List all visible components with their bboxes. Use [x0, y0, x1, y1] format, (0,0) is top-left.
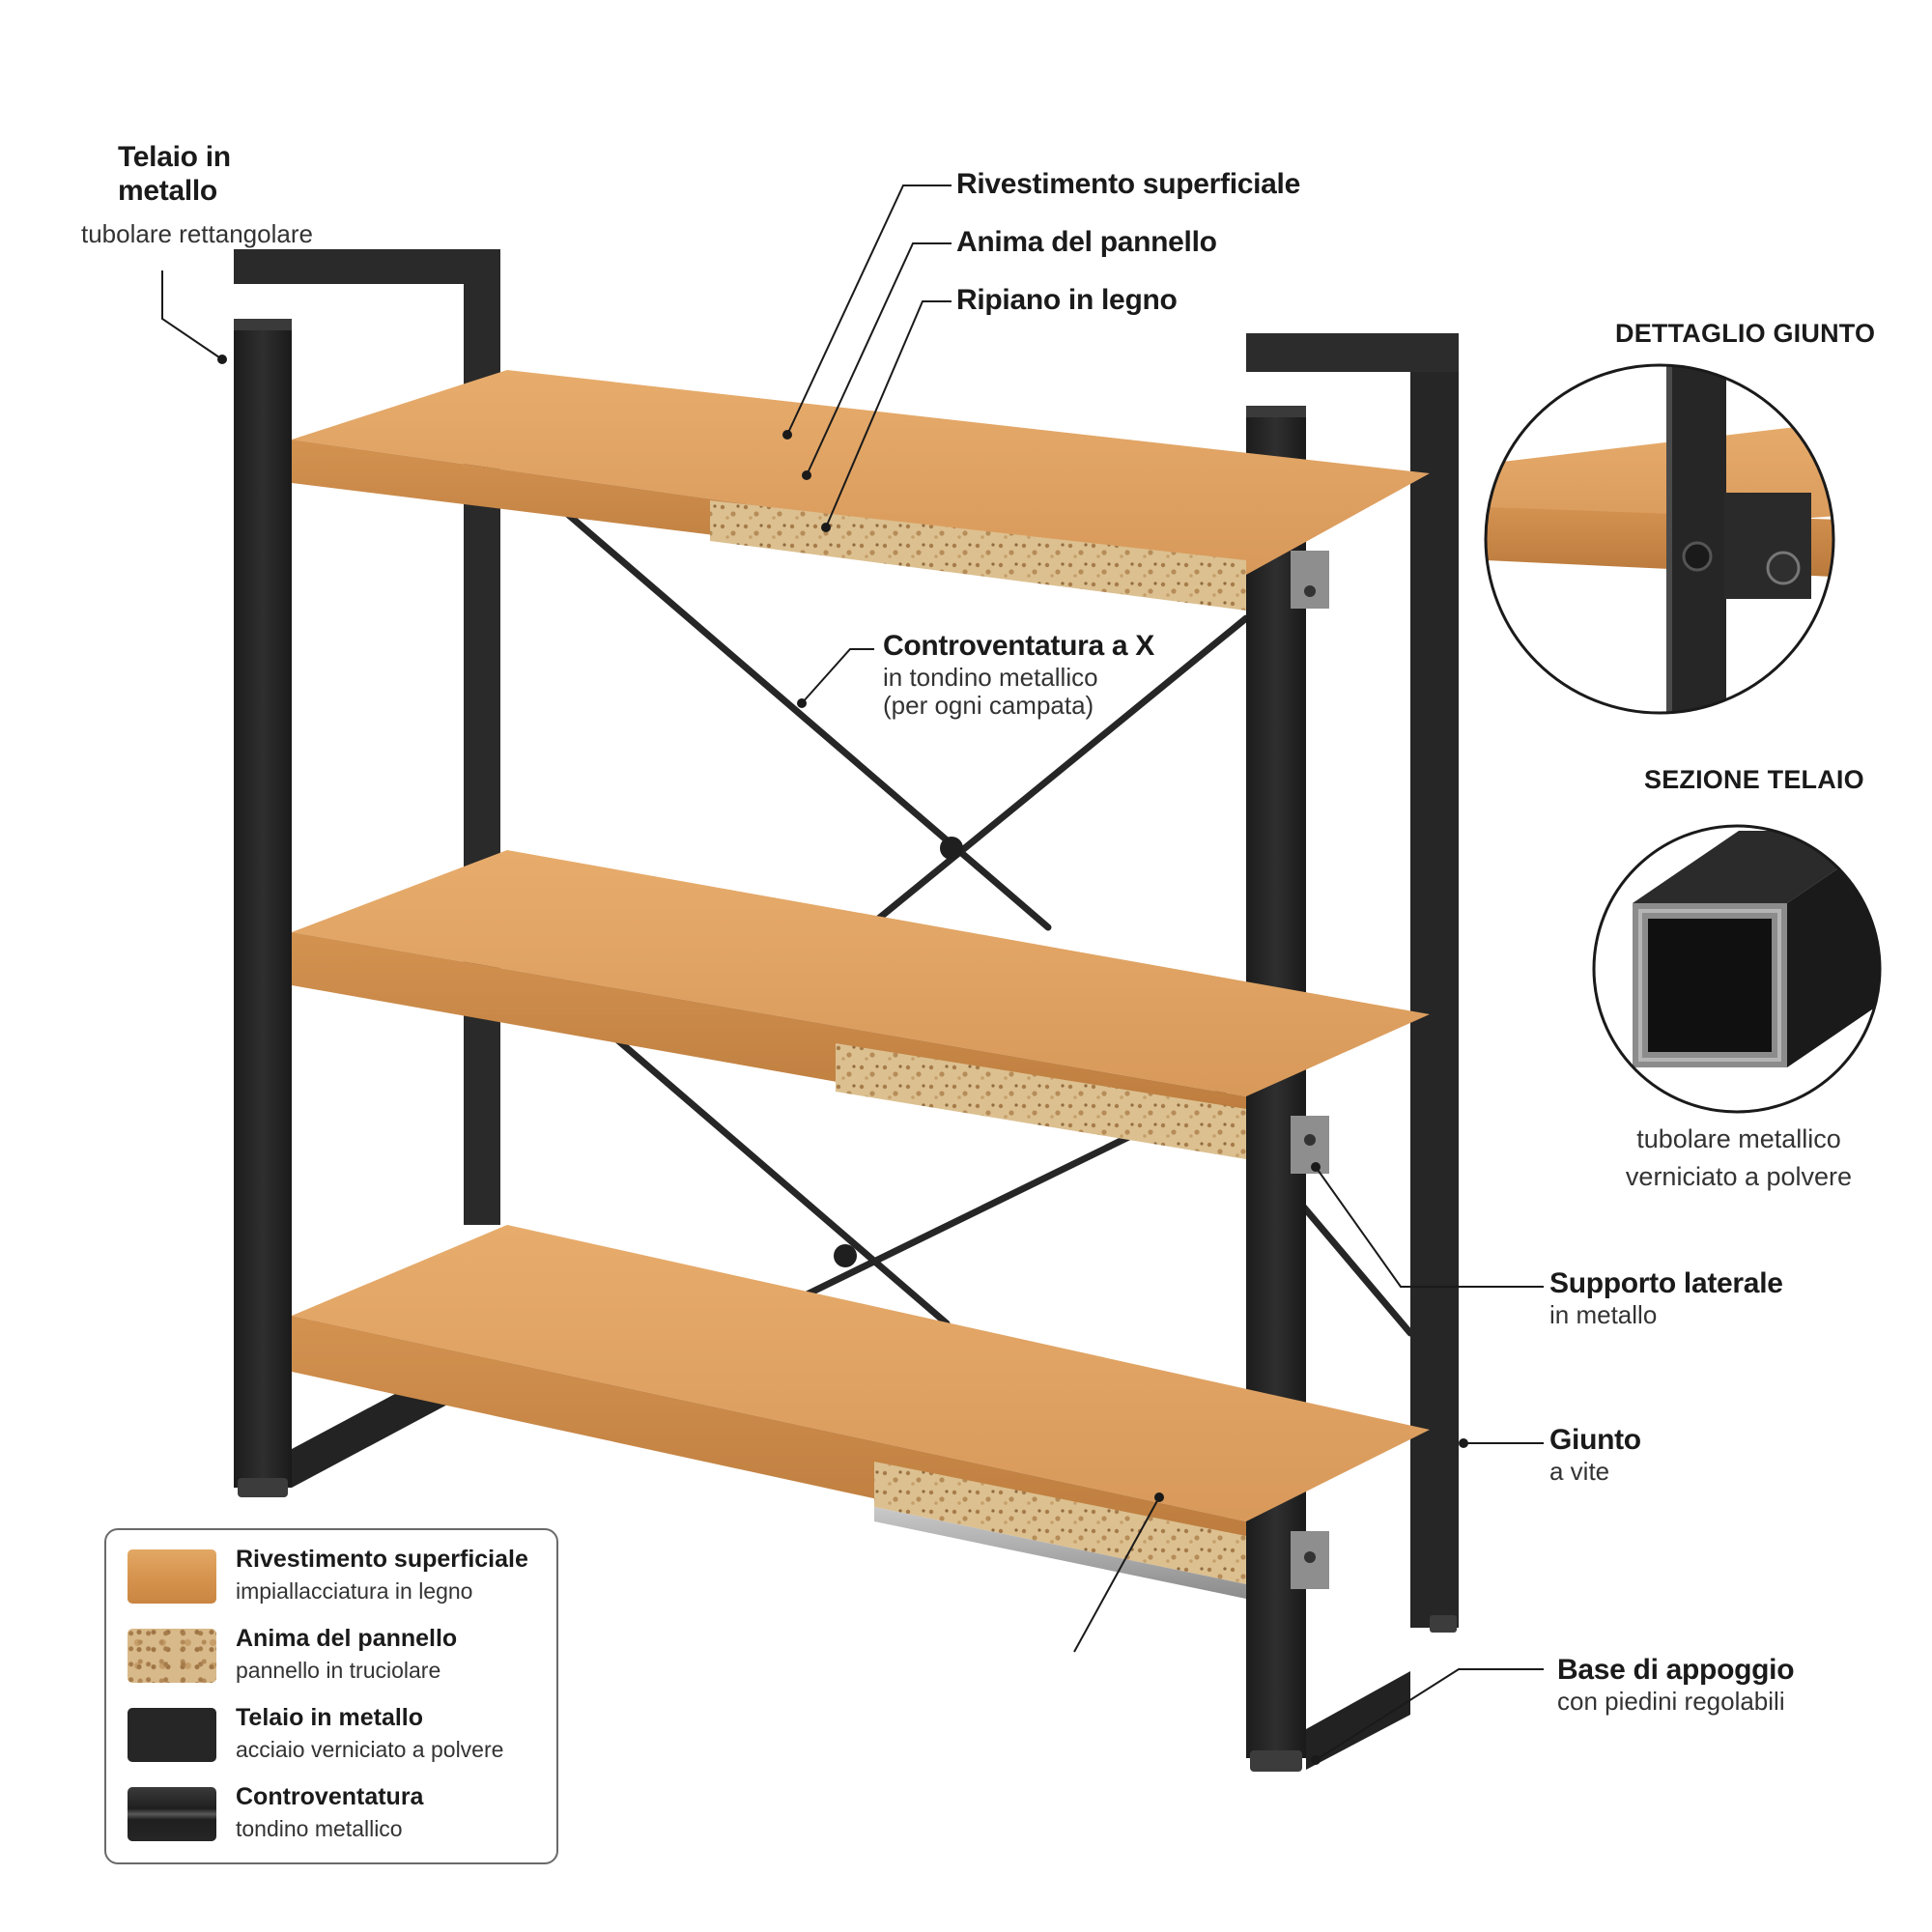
joint-detail-heading: DETTAGLIO GIUNTO: [1615, 319, 1876, 348]
label-base-title: Base di appoggio: [1557, 1654, 1795, 1686]
frame-section-caption: tubolare metallico verniciato a polvere: [1584, 1121, 1893, 1196]
label-giunto-title: Giunto: [1549, 1424, 1641, 1456]
label-controventatura-title: Controventatura a X: [883, 630, 1155, 662]
leader-controventatura: [801, 648, 874, 704]
frame-section-caption-2: verniciato a polvere: [1625, 1162, 1853, 1192]
label-giunto-subtitle: a vite: [1549, 1456, 1610, 1486]
label-rivestimento: Rivestimento superficiale: [956, 168, 1300, 202]
shelf-bottom-steel-plate: [874, 1507, 1246, 1599]
right-rear-post: [1410, 333, 1459, 1628]
frame-section-heading: SEZIONE TELAIO: [1644, 765, 1864, 794]
legend-subtitle: impiallacciatura in legno: [236, 1578, 473, 1604]
label-telaio-subtitle: tubolare rettangolare: [81, 219, 313, 248]
legend-item: Anima del pannello pannello in truciolar…: [128, 1623, 543, 1690]
label-telaio-title-1: Telaio in: [118, 141, 231, 173]
label-anima: Anima del pannello: [956, 226, 1217, 260]
label-telaio-subtitle-wrap: tubolare rettangolare: [81, 219, 313, 249]
right-bottom-rail: [1306, 1671, 1410, 1770]
label-ripiano-title: Ripiano in legno: [956, 284, 1178, 316]
label-telaio: Telaio in metallo: [118, 141, 231, 208]
brace-lower-a: [595, 1020, 951, 1327]
leader-anima: [806, 242, 952, 476]
label-rivestimento-title: Rivestimento superficiale: [956, 168, 1300, 200]
leader-core-bottom: [1073, 1496, 1160, 1653]
leader-telaio: [161, 270, 223, 360]
label-controventatura: Controventatura a X in tondino metallico…: [883, 630, 1154, 721]
materials-legend: Rivestimento superficiale impiallacciatu…: [104, 1528, 558, 1864]
label-supporto-title: Supporto laterale: [1549, 1267, 1783, 1299]
frame-section-detail: [1592, 824, 1882, 1114]
legend-subtitle: acciaio verniciato a polvere: [236, 1737, 504, 1762]
frame-section-caption-1: tubolare metallico: [1636, 1124, 1841, 1153]
label-controventatura-line1: in tondino metallico: [883, 662, 1098, 692]
label-ripiano: Ripiano in legno: [956, 284, 1178, 318]
shelf-middle: [292, 850, 1430, 1174]
label-base-subtitle: con piedini regolabili: [1557, 1686, 1785, 1716]
shelf-bottom-core-cut: [874, 1462, 1246, 1584]
legend-item: Telaio in metallo acciaio verniciato a p…: [128, 1702, 543, 1770]
leader-rivestimento: [786, 185, 952, 436]
legend-item: Controventatura tondino metallico: [128, 1781, 543, 1849]
legend-title: Telaio in metallo: [236, 1704, 424, 1731]
right-top-rail: [1246, 333, 1459, 372]
shelf-top-core-cut: [710, 500, 1246, 611]
legend-title: Anima del pannello: [236, 1625, 458, 1652]
label-anima-title: Anima del pannello: [956, 226, 1217, 258]
label-controventatura-line2: (per ogni campata): [883, 691, 1094, 721]
callout-lines: [161, 185, 1544, 1761]
brace-upper-a: [561, 508, 1052, 931]
leader-supporto: [1315, 1166, 1544, 1288]
legend-subtitle: tondino metallico: [236, 1816, 403, 1841]
label-supporto-subtitle: in metallo: [1549, 1299, 1658, 1329]
brace-side: [1300, 1204, 1414, 1337]
legend-swatch-rod: [128, 1787, 216, 1841]
side-bracket-top: [1291, 551, 1329, 609]
shelf-bottom: [292, 1225, 1430, 1599]
legend-subtitle: pannello in truciolare: [236, 1658, 441, 1683]
legend-item: Rivestimento superficiale impiallacciatu…: [128, 1544, 543, 1611]
leader-base: [1315, 1668, 1544, 1761]
left-top-rail: [234, 249, 500, 284]
brace-upper-b: [846, 614, 1250, 946]
legend-swatch-core: [128, 1629, 216, 1683]
brace-hub-upper: [940, 837, 963, 860]
legend-swatch-frame: [128, 1708, 216, 1762]
joint-detail: [1484, 363, 1835, 715]
leader-ripiano: [825, 300, 952, 528]
legend-title: Controventatura: [236, 1783, 424, 1810]
right-foot: [1250, 1750, 1302, 1772]
left-front-post: [234, 319, 292, 1488]
legend-title: Rivestimento superficiale: [236, 1546, 528, 1573]
legend-swatch-wood: [128, 1549, 216, 1604]
label-telaio-title-2: metallo: [118, 174, 217, 207]
label-supporto: Supporto laterale in metallo: [1549, 1267, 1783, 1329]
callout-dots: [217, 355, 1468, 1765]
shelf-middle-core-cut: [836, 1043, 1246, 1159]
label-giunto: Giunto a vite: [1549, 1424, 1641, 1486]
shelf-top: [292, 370, 1430, 611]
label-base: Base di appoggio con piedini regolabili: [1557, 1654, 1795, 1716]
frame-left: [234, 249, 500, 1497]
left-foot: [238, 1478, 288, 1497]
brace-hub-lower: [834, 1244, 857, 1267]
